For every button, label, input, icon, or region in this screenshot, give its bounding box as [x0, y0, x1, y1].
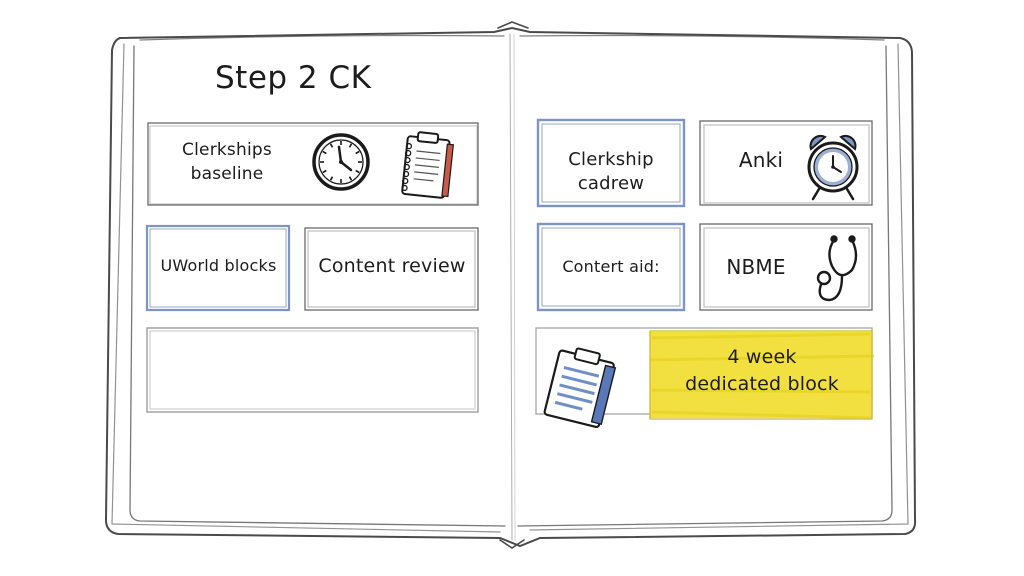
card-empty: [146, 327, 479, 413]
card-label: 4 week dedicated block: [660, 344, 864, 398]
card-nbme: [699, 223, 873, 311]
card-contert-aid: [536, 222, 686, 312]
card-label: UWorld blocks: [160, 256, 277, 275]
card-clerkships-baseline: [147, 122, 479, 206]
card-label: Anki: [738, 148, 784, 172]
card-label-line-2: baseline: [190, 164, 264, 184]
clipboard-document-icon: [543, 347, 617, 429]
notebook: [104, 21, 917, 549]
clipboard-icon: [401, 131, 454, 199]
page-title: Step 2 CK: [215, 60, 372, 96]
card-label-line-1: 4 week: [727, 346, 797, 368]
stethoscope-icon: [816, 235, 858, 302]
card-label: NBME: [726, 255, 786, 279]
card-uworld-blocks: [145, 224, 291, 312]
card-label: Clerkships baseline: [172, 138, 282, 186]
card-label: Clerkship cadrew: [542, 148, 680, 196]
card-label-line-2: dedicated block: [685, 373, 839, 395]
card-label-line-1: Clerkship: [568, 149, 654, 170]
card-label: Contert aid:: [562, 257, 660, 276]
alarm-clock-icon: [807, 134, 859, 201]
clock-icon: [312, 133, 370, 191]
card-label-line-1: Clerkships: [182, 140, 272, 160]
card-content-review: [304, 227, 479, 311]
card-clerkship-cadrew: [536, 118, 686, 208]
card-label-line-2: cadrew: [577, 173, 645, 194]
highlight-block: [649, 330, 875, 420]
card-label: Content review: [318, 255, 466, 277]
card-anki: [699, 120, 873, 206]
